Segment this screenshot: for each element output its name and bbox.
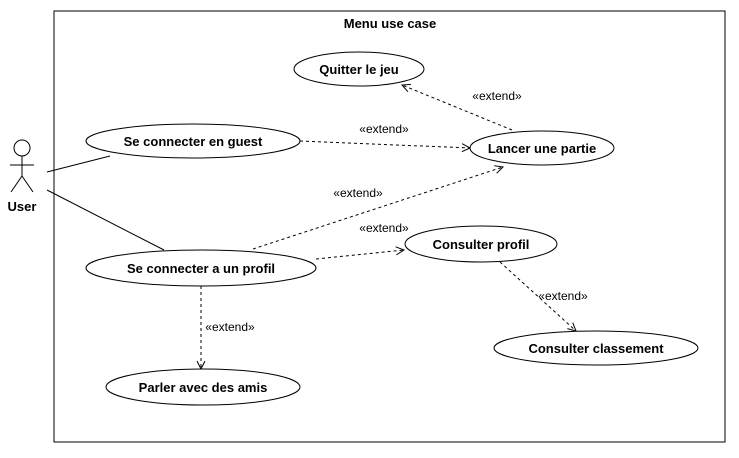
extend-label-profile-launch: «extend» (333, 186, 383, 200)
actor-user (10, 139, 34, 193)
use-case-guest: Se connecter en guest (85, 123, 301, 159)
extend-profile-to-launch (252, 167, 503, 250)
system-title: Menu use case (344, 16, 437, 31)
extend-label-view-ranking: «extend» (538, 289, 588, 303)
extend-profile-to-view-profile (315, 250, 404, 260)
association-user-profile (46, 189, 165, 251)
use-case-label: Quitter le jeu (319, 62, 399, 77)
association-user-guest (46, 155, 111, 173)
extend-guest-to-launch (299, 140, 470, 148)
use-case-label: Consulter classement (528, 341, 664, 356)
extend-label-profile-view: «extend» (359, 221, 409, 235)
use-case-label: Se connecter a un profil (127, 261, 275, 276)
actor-right-leg (21, 175, 34, 193)
extend-label-guest-launch: «extend» (359, 122, 409, 136)
extend-launch-to-quit (402, 85, 513, 131)
actor-left-leg (10, 175, 23, 193)
use-case-friends: Parler avec des amis (105, 368, 301, 406)
use-case-launch: Lancer une partie (469, 130, 615, 166)
extend-view-profile-to-ranking (499, 261, 576, 331)
extend-label-profile-friends: «extend» (205, 320, 255, 334)
actor-head (13, 139, 31, 157)
use-case-quit: Quitter le jeu (293, 51, 425, 87)
use-case-label: Consulter profil (433, 237, 530, 252)
system-boundary (53, 10, 726, 443)
use-case-label: Parler avec des amis (139, 380, 268, 395)
use-case-label: Lancer une partie (488, 141, 596, 156)
use-case-profile-login: Se connecter a un profil (85, 249, 317, 287)
actor-name: User (8, 199, 37, 214)
use-case-view-profile: Consulter profil (404, 225, 558, 263)
use-case-ranking: Consulter classement (493, 330, 699, 366)
use-case-label: Se connecter en guest (124, 134, 263, 149)
extend-label-launch-quit: «extend» (472, 89, 522, 103)
